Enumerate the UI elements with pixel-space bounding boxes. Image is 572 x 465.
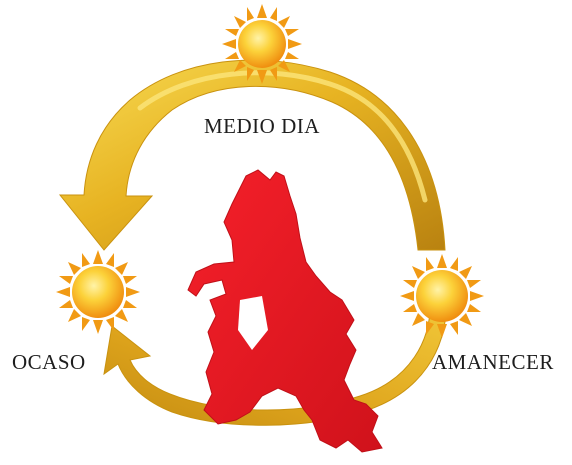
- noon-label: MEDIO DIA: [204, 114, 320, 138]
- sun-noon-icon: [222, 4, 302, 84]
- top-arrow-highlight: [137, 70, 428, 203]
- region-silhouette: [187, 169, 383, 453]
- sun-sunset-icon: [56, 250, 140, 334]
- region-notch: [238, 296, 268, 350]
- sun-sunrise-icon: [400, 254, 484, 338]
- sunset-label: OCASO: [12, 350, 86, 374]
- top-cycle-arrow: [58, 59, 446, 251]
- sunrise-label: AMANECER: [432, 350, 554, 374]
